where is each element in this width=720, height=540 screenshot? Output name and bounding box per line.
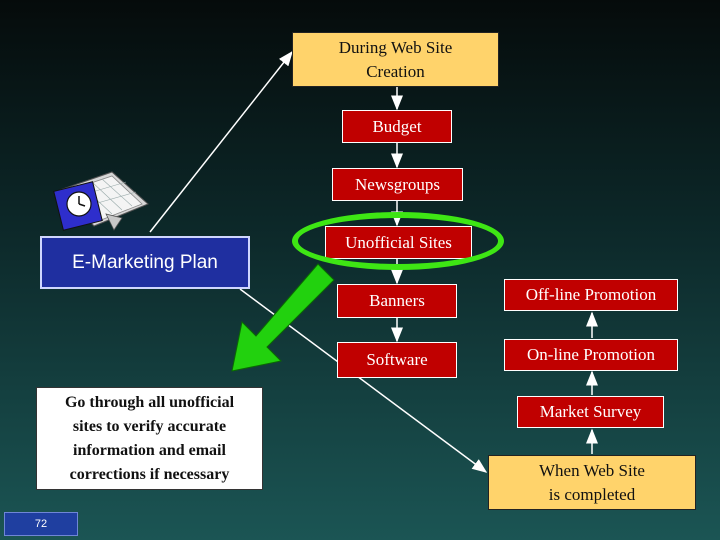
banners-label: Banners: [369, 291, 425, 310]
online-promotion-label: On-line Promotion: [527, 345, 655, 364]
during-creation-line2: Creation: [366, 61, 425, 81]
during-creation-box: During Web Site Creation: [292, 32, 499, 87]
calendar-clock-icon: [53, 171, 149, 231]
offline-promotion-label: Off-line Promotion: [525, 285, 657, 304]
note-line3: information and email: [73, 441, 226, 459]
budget-label: Budget: [372, 116, 422, 136]
when-completed-box: When Web Site is completed: [488, 455, 696, 510]
note-line1: Go through all unofficial: [64, 393, 235, 411]
budget-box: Budget: [342, 110, 452, 143]
newsgroups-box: Newsgroups: [332, 168, 463, 201]
green-arrow-icon: [231, 263, 335, 372]
newsgroups-label: Newsgroups: [355, 174, 440, 194]
market-survey-label: Market Survey: [539, 402, 642, 421]
page-number: 72: [4, 512, 78, 536]
highlight-ring: [292, 212, 504, 270]
online-promotion-box: On-line Promotion: [504, 339, 678, 371]
banners-box: Banners: [337, 284, 457, 318]
note-box: Go through all unofficial sites to verif…: [36, 387, 263, 490]
e-marketing-plan-box: E-Marketing Plan: [40, 236, 250, 289]
software-box: Software: [337, 342, 457, 378]
during-creation-line1: During Web Site: [338, 37, 453, 57]
when-completed-line2: is completed: [548, 484, 636, 504]
offline-promotion-box: Off-line Promotion: [504, 279, 678, 311]
note-line2: sites to verify accurate: [72, 417, 227, 435]
software-label: Software: [366, 350, 428, 369]
note-line4: corrections if necessary: [69, 465, 230, 483]
arrow-plan-to-top: [149, 50, 293, 233]
market-survey-box: Market Survey: [517, 396, 664, 428]
when-completed-line1: When Web Site: [539, 460, 645, 480]
e-marketing-plan-label: E-Marketing Plan: [72, 251, 218, 273]
